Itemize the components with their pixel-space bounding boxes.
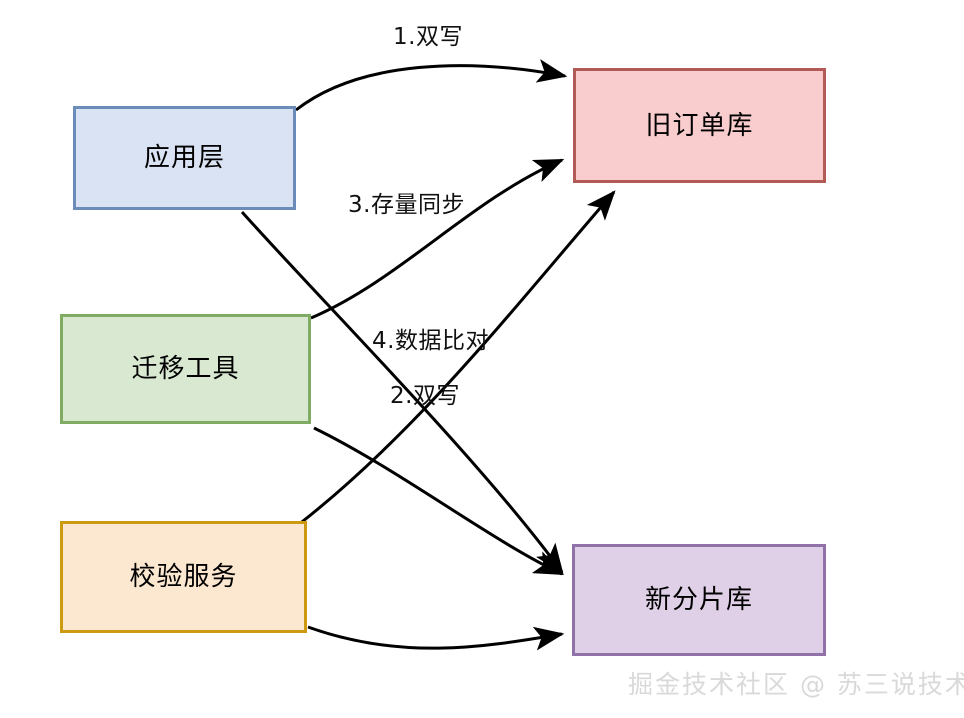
edge-edge-2	[240, 210, 564, 574]
edge-label-dual-write-1: 1.双写	[393, 24, 463, 50]
node-verify-service-label: 校验服务	[129, 562, 238, 592]
edge-edge-5	[313, 426, 565, 576]
node-old-order-db-label: 旧订单库	[645, 110, 754, 141]
edge-edge-4	[297, 190, 616, 527]
edge-label-dual-write-2: 2.双写	[390, 383, 460, 409]
edge-label-stock-sync: 3.存量同步	[348, 192, 465, 218]
edge-label-data-compare: 4.数据比对	[372, 328, 489, 354]
node-app-layer[interactable]: 应用层	[73, 106, 296, 210]
edge-edge-3	[310, 158, 565, 320]
node-migration-tool-label: 迁移工具	[131, 354, 240, 384]
node-migration-tool[interactable]: 迁移工具	[60, 314, 311, 424]
node-new-shard-db-label: 新分片库	[644, 585, 753, 615]
node-old-order-db[interactable]: 旧订单库	[573, 68, 826, 183]
node-app-layer-label: 应用层	[143, 143, 225, 173]
edge-edge-6	[307, 625, 565, 651]
edge-edge-1	[295, 59, 568, 112]
watermark-text: 掘金技术社区 @ 苏三说技术	[628, 670, 964, 699]
node-new-shard-db[interactable]: 新分片库	[572, 544, 826, 656]
node-verify-service[interactable]: 校验服务	[60, 521, 307, 633]
edge-path-group	[240, 59, 616, 651]
